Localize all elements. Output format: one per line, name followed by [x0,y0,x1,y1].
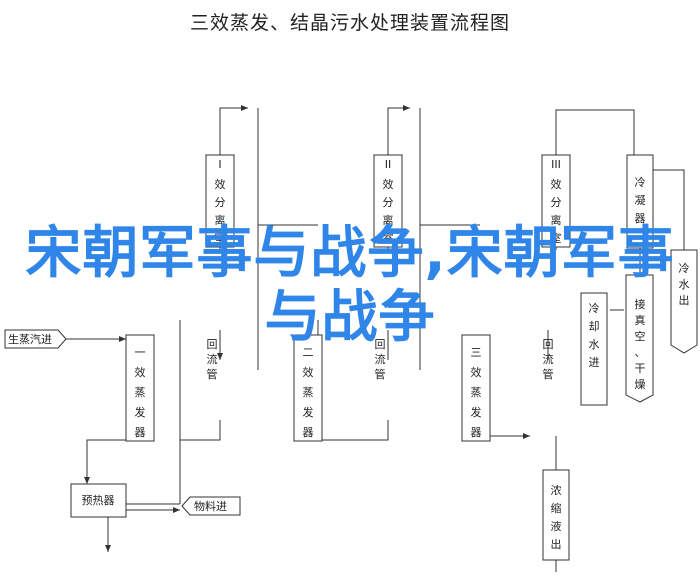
separator-1-label: 效 [215,177,226,191]
separator-2-label: 效 [383,177,394,191]
evaporator-3-label: 效 [471,365,482,379]
dryer-label: 燥 [635,378,646,391]
separator-2-label: 室 [383,231,394,245]
separator-3-roman: III [551,158,561,171]
evaporator-2-label: 器 [303,426,314,439]
separator-3-label: 室 [551,231,562,245]
return-pipe-2-label: 管 [375,367,386,381]
feed-in-label: 物料进 [194,499,227,513]
concentrate-label: 液 [551,519,562,533]
separator-1-label: 离 [215,213,226,227]
return-pipe-2-label: 流 [375,352,386,366]
dryer-label: 接 [635,298,646,311]
return-pipe-3-label: 流 [543,352,554,366]
condenser-box [626,154,654,249]
separator-1-box [205,154,235,248]
evaporator-2-label: 蒸 [303,386,314,399]
return-pipe-1-label: 回 [207,338,218,351]
dryer-label: 空 [635,329,646,343]
evaporator-3-label: 三 [471,346,482,359]
separator-2-label: 离 [383,213,394,227]
cooling-out-box [670,249,698,354]
cooling-out-label: 水 [679,278,690,291]
steam-in-tag [4,329,67,349]
evaporator-3-box [461,334,491,442]
preheater-box [70,483,127,518]
evaporator-2-box [293,334,323,442]
diagram-title: 三效蒸发、结晶污水处理装置流程图 [189,12,510,34]
condenser-label: 凝 [635,193,646,207]
evaporator-1-label: 发 [135,405,146,419]
dryer-label: 、 [635,346,646,359]
cooling-in-box [580,292,608,406]
evaporator-1-label: 器 [135,426,146,439]
cooling-in-label: 冷 [589,302,600,315]
steam-in-label: 生蒸汽进 [8,332,52,346]
concentrate-label: 出 [551,537,562,551]
condenser-label: 冷 [635,176,646,189]
separator-3-label: 分 [551,196,562,209]
dryer-box [625,274,654,403]
feed-in-tag [181,496,241,516]
separator-2-label: 分 [383,196,394,209]
evaporator-3-label: 蒸 [471,386,482,399]
concentrate-label: 浓 [551,484,562,497]
evaporator-1-label: 蒸 [135,386,146,399]
return-pipe-3-label: 回 [543,338,554,351]
dryer-label: 真 [635,313,646,327]
separator-1-label: 分 [215,196,226,209]
separator-3-box [541,154,571,248]
cooling-out-label: 出 [679,293,690,307]
cooling-in-label: 进 [589,356,600,369]
return-pipe-1-label: 流 [207,352,218,366]
separator-2-roman: II [385,158,392,171]
return-pipe-1-label: 管 [207,367,218,381]
watermark-overlay-text: 宋朝军事与战争,宋朝军事与战争 [25,221,675,350]
evaporator-1-label: 一 [135,346,146,359]
evaporator-1-label: 效 [135,365,146,379]
return-pipe-2-label: 回 [375,338,386,351]
dryer-label: 干 [635,362,646,375]
concentrate-box [542,469,570,561]
separator-2-box [373,154,403,248]
condenser-label: 器 [635,212,646,225]
separator-3-label: 离 [551,213,562,227]
concentrate-label: 缩 [551,502,562,515]
evaporator-2-label: 二 [303,346,314,359]
evaporator-2-label: 效 [303,365,314,379]
preheater-label: 预热器 [82,494,115,507]
evaporator-2-label: 发 [303,405,314,419]
cooling-out-label: 冷 [679,262,690,275]
return-pipe-3-label: 管 [543,367,554,381]
separator-3-label: 效 [551,177,562,191]
separator-1-roman: I [218,158,221,171]
separator-1-label: 室 [215,231,226,245]
cooling-in-label: 水 [589,338,600,351]
evaporator-1-box [125,334,155,442]
cooling-in-label: 却 [589,320,600,333]
connection-lines [66,105,685,572]
evaporator-3-label: 器 [471,426,482,439]
evaporator-3-label: 发 [471,405,482,419]
